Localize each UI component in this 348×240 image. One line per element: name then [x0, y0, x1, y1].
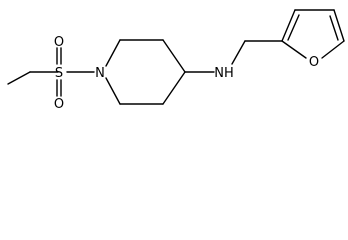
atom-sulfur: S	[55, 66, 63, 81]
bond-nh-ch2	[231, 40, 246, 65]
atom-oxygen-bottom: O	[54, 97, 64, 112]
bond-furan-c5-o	[321, 40, 345, 59]
bond-furan-c4-c5	[333, 9, 345, 42]
bond-furan-c2-c3	[281, 9, 296, 42]
structure-canvas: S O O N NH O	[0, 0, 348, 119]
atom-amine: NH	[214, 66, 234, 81]
atom-oxygen-top: O	[54, 35, 64, 50]
bond-ch3-ch2	[7, 71, 31, 85]
atom-ring-nitrogen: N	[95, 66, 105, 81]
bond-ring-1	[105, 39, 121, 67]
molecule-diagram: S O O N NH O	[7, 9, 345, 112]
bond-ring-3	[162, 39, 186, 73]
atom-furan-oxygen: O	[309, 55, 319, 70]
bond-ring-4	[162, 71, 186, 105]
bond-furan-o-c2	[281, 40, 307, 59]
bond-furan-c4-c5-inner	[329, 15, 339, 41]
bond-furan-c2-c3-inner	[287, 14, 300, 41]
bond-ring-6	[105, 77, 121, 105]
